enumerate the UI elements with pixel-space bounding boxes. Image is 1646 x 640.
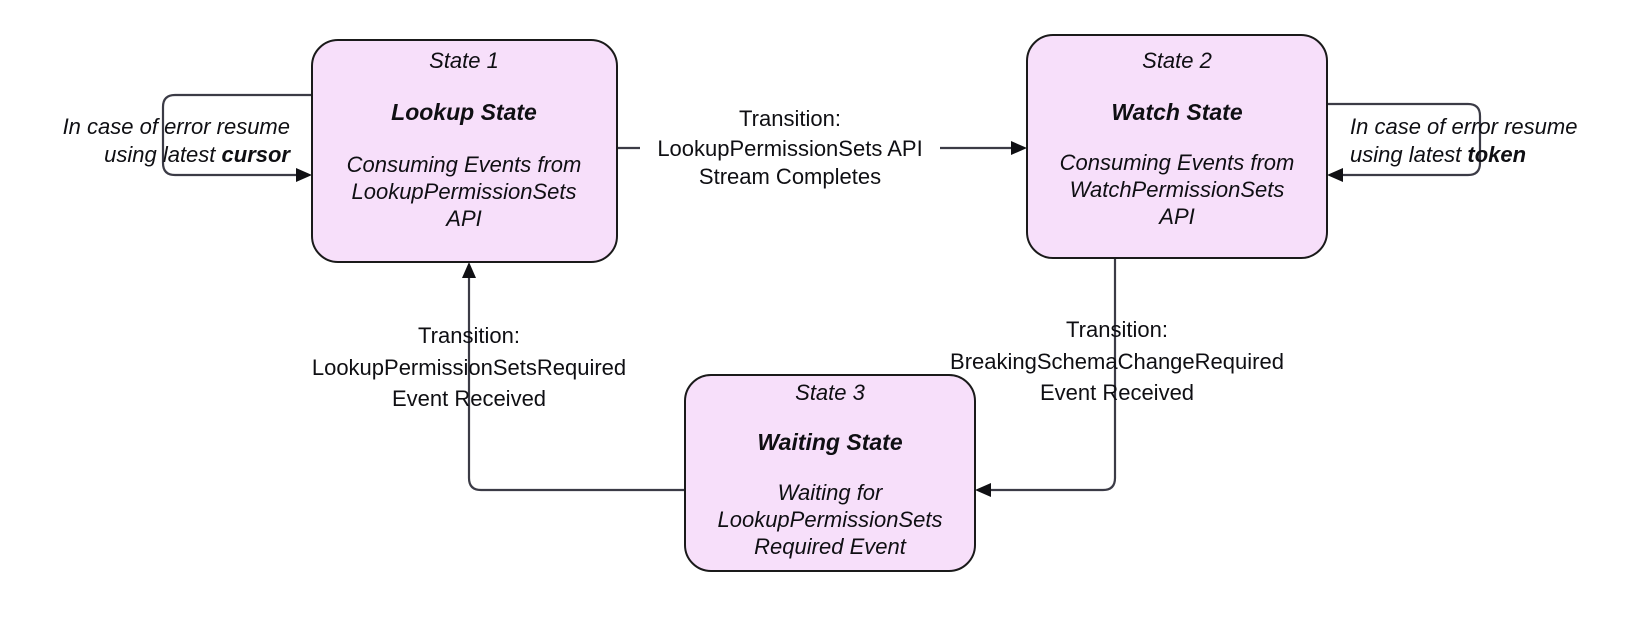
self-loop-note-state-1: In case of error resume using latest cur… xyxy=(63,114,292,167)
transition-label-1-line-3: Stream Completes xyxy=(699,164,881,189)
state-1-name: Lookup State xyxy=(391,99,537,125)
state-node-3[interactable]: State 3 Waiting State Waiting for Lookup… xyxy=(684,374,976,572)
state-3-desc-line-1: Waiting for xyxy=(778,480,884,505)
self-loop-note-2-strong: token xyxy=(1467,142,1526,167)
transition-label-state2-to-state3: Transition: BreakingSchemaChangeRequired… xyxy=(950,317,1284,405)
state-3-id: State 3 xyxy=(795,380,865,405)
state-2-desc-line-3: API xyxy=(1157,204,1194,229)
state-3-desc-line-2: LookupPermissionSets xyxy=(717,507,942,532)
state-3-box[interactable] xyxy=(684,374,976,572)
state-1-desc-line-3: API xyxy=(444,206,481,231)
transition-label-3-line-3: Event Received xyxy=(392,386,546,411)
state-2-name: Watch State xyxy=(1111,99,1242,125)
state-node-1[interactable]: State 1 Lookup State Consuming Events fr… xyxy=(311,39,618,263)
state-node-2[interactable]: State 2 Watch State Consuming Events fro… xyxy=(1026,34,1328,259)
transition-label-3-line-2: LookupPermissionSetsRequired xyxy=(312,355,626,380)
self-loop-note-1-line-2: using latest cursor xyxy=(104,142,291,167)
state-2-id: State 2 xyxy=(1142,48,1212,73)
self-loop-state-1 xyxy=(161,93,312,182)
transition-label-1-line-1: Transition: xyxy=(739,106,841,131)
state-2-desc-line-2: WatchPermissionSets xyxy=(1070,177,1285,202)
self-loop-state-2 xyxy=(1327,102,1482,182)
state-3-name: Waiting State xyxy=(757,429,902,455)
state-1-id: State 1 xyxy=(429,48,499,73)
state-1-desc-line-2: LookupPermissionSets xyxy=(351,179,576,204)
self-loop-note-2-line-1: In case of error resume xyxy=(1350,114,1577,139)
self-loop-state-1-path xyxy=(161,93,312,177)
self-loop-note-state-2: In case of error resume using latest tok… xyxy=(1350,114,1577,167)
self-loop-state-2-path xyxy=(1327,102,1482,177)
transition-state2-to-state3-path xyxy=(987,258,1117,492)
transition-label-3-line-1: Transition: xyxy=(418,323,520,348)
state-2-box[interactable] xyxy=(1026,34,1328,259)
self-loop-note-2-prefix: using latest xyxy=(1350,142,1467,167)
self-loop-state-2-arrowhead xyxy=(1327,168,1343,182)
transition-label-2-line-1: Transition: xyxy=(1066,317,1168,342)
transition-label-1-backdrop xyxy=(640,100,940,192)
self-loop-state-1-arrowhead xyxy=(296,168,312,182)
transition-state3-to-state1-arrowhead xyxy=(462,262,476,278)
state-2-desc-line-1: Consuming Events from xyxy=(1060,150,1295,175)
self-loop-note-1-line-1: In case of error resume xyxy=(63,114,290,139)
transition-state3-to-state1-path xyxy=(467,275,685,492)
state-1-box[interactable] xyxy=(311,39,618,263)
self-loop-note-1-prefix: using latest xyxy=(104,142,221,167)
transition-label-2-line-3: Event Received xyxy=(1040,380,1194,405)
transition-label-1-line-2: LookupPermissionSets API xyxy=(657,136,922,161)
self-loop-note-1-strong: cursor xyxy=(222,142,292,167)
self-loop-note-2-line-2: using latest token xyxy=(1350,142,1526,167)
transition-state2-to-state3-arrowhead xyxy=(975,483,991,497)
transition-label-state3-to-state1: Transition: LookupPermissionSetsRequired… xyxy=(312,323,626,411)
transition-label-2-line-2: BreakingSchemaChangeRequired xyxy=(950,349,1284,374)
transition-label-state1-to-state2: Transition: LookupPermissionSets API Str… xyxy=(640,100,940,192)
state-1-desc-line-1: Consuming Events from xyxy=(347,152,582,177)
state-3-desc-line-3: Required Event xyxy=(754,534,907,559)
transition-state3-to-state1 xyxy=(462,262,685,492)
transition-state1-to-state2-arrowhead xyxy=(1011,141,1027,155)
transition-state2-to-state3 xyxy=(975,258,1117,497)
